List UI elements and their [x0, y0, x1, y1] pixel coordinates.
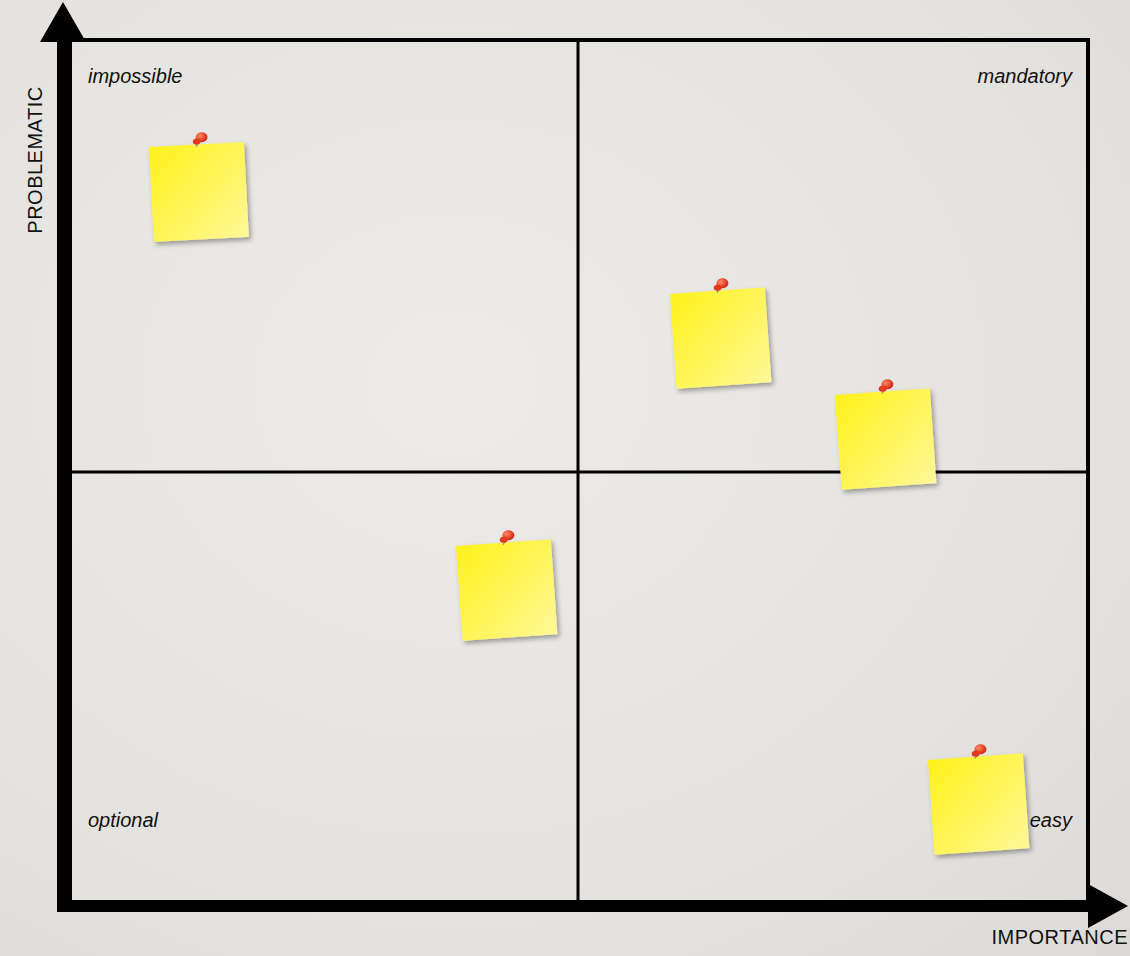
quadrant-label: easy: [1030, 808, 1072, 832]
axis-label: IMPORTANCE: [992, 925, 1129, 949]
quadrant-label: impossible: [88, 64, 182, 88]
axis-arrows: [40, 2, 1128, 928]
quadrant-label: optional: [88, 808, 158, 832]
axis-label: PROBLEMATIC: [23, 86, 47, 233]
matrix-grid: [70, 40, 1088, 902]
sticky-notes: [148, 130, 1029, 855]
quadrant-label: mandatory: [978, 64, 1073, 88]
